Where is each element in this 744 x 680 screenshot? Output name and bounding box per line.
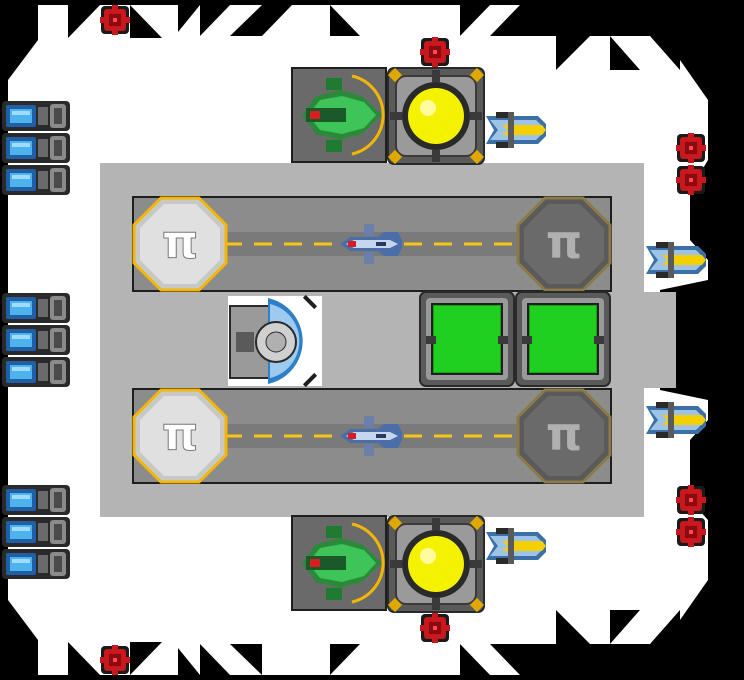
green-storage-icon[interactable] [419, 291, 515, 387]
pad-glyph: π [162, 407, 198, 461]
blue-thruster-icon[interactable] [2, 517, 70, 547]
hull-notches [68, 5, 730, 675]
red-point-defense-icon[interactable] [676, 485, 706, 515]
yellow-laser-turret-icon[interactable] [486, 528, 546, 564]
blue-thruster-icon[interactable] [2, 357, 70, 387]
yellow-laser-turret-icon[interactable] [646, 242, 706, 278]
landing-pad-top-left[interactable]: π [132, 196, 228, 292]
blue-thruster-icon[interactable] [2, 485, 70, 515]
landing-pad-bottom-left[interactable]: π [132, 388, 228, 484]
pad-glyph: π [546, 215, 582, 269]
blue-thruster-icon[interactable] [2, 325, 70, 355]
blue-thruster-icon[interactable] [2, 293, 70, 323]
red-point-defense-icon[interactable] [676, 165, 706, 195]
red-point-defense-icon[interactable] [676, 517, 706, 547]
green-storage-icon[interactable] [515, 291, 611, 387]
blue-thruster-icon[interactable] [2, 549, 70, 579]
red-point-defense-icon[interactable] [420, 613, 450, 643]
red-point-defense-icon[interactable] [420, 37, 450, 67]
yellow-reactor-icon[interactable] [386, 514, 486, 614]
red-point-defense-icon[interactable] [676, 133, 706, 163]
landing-pad-bottom-right[interactable]: π [516, 388, 612, 484]
red-point-defense-icon[interactable] [100, 645, 130, 675]
yellow-reactor-icon[interactable] [386, 66, 486, 166]
blue-thruster-icon[interactable] [2, 101, 70, 131]
yellow-laser-turret-icon[interactable] [486, 112, 546, 148]
dome-bridge-icon[interactable] [228, 294, 322, 388]
pad-glyph: π [546, 407, 582, 461]
green-fighter-icon[interactable] [290, 66, 388, 164]
pad-glyph: π [162, 215, 198, 269]
blue-thruster-icon[interactable] [2, 133, 70, 163]
yellow-laser-turret-icon[interactable] [646, 402, 706, 438]
deck-extension [612, 292, 676, 388]
blue-thruster-icon[interactable] [2, 165, 70, 195]
green-fighter-icon[interactable] [290, 514, 388, 612]
landing-pad-top-right[interactable]: π [516, 196, 612, 292]
red-point-defense-icon[interactable] [100, 5, 130, 35]
